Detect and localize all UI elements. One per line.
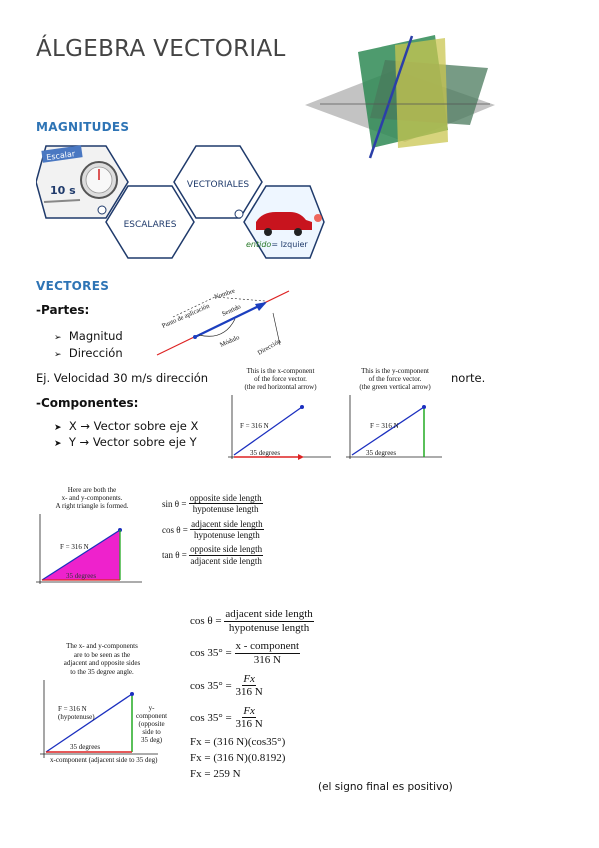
sol-eq6: Fx = 259 N [190,768,241,781]
partes-heading: -Partes: [36,303,90,317]
componentes-heading: -Componentes: [36,396,139,410]
componentes-item-y: ➤ Y → Vector sobre eje Y [54,435,197,449]
page-title: ÁLGEBRA VECTORIAL [36,36,286,62]
figure-y-component: This is the y-component of the force vec… [346,367,444,463]
sol-eq5: Fx = (316 N)(0.8192) [190,752,286,765]
hexagon-graphic: Escalar 10 s ESCALARES VECTORIALES entid… [36,145,325,259]
ejemplo-text: Ej. Velocidad 30 m/s dirección [36,371,209,385]
ejemplo-tail: norte. [451,371,486,385]
section-vectores: VECTORES [36,279,110,293]
figure-triangle: Here are both the x- and y-components. A… [36,484,144,588]
vector-parts-diagram: Punto de aplicación Nombre Sentido Módul… [156,288,290,357]
componentes-item-x: ➤ X → Vector sobre eje X [54,419,199,433]
escalar-value: 10 s [50,184,76,197]
figure-sides: The x- and y-components are to be seen a… [36,640,167,766]
sentido-value: = Izquier [271,240,308,249]
sentido-prefix: entido [246,240,271,249]
label-modulo: Módulo [219,334,241,349]
hexagon-escalares-label: ESCALARES [124,220,177,230]
planes-illustration [305,35,495,159]
partes-item-direccion: ➢ Dirección [54,346,123,360]
hexagon-vectoriales-label: VECTORIALES [187,180,249,190]
partes-item-magnitud: ➢ Magnitud [54,329,123,343]
svg-text:entido= Izquier: entido= Izquier [246,240,308,249]
label-direccion: Dirección [257,337,283,356]
sol-eq4: Fx = (316 N)(cos35°) [190,736,286,749]
solution-note: (el signo final es positivo) [318,781,453,793]
figure-x-component: This is the x-component of the force vec… [226,367,335,463]
label-nombre: Nombre [213,288,236,301]
section-magnitudes: MAGNITUDES [36,120,130,134]
hexagon-escalares [105,185,195,259]
escalar-tag: Escalar [46,149,77,162]
label-punto-aplicacion: Punto de aplicación [161,302,211,330]
